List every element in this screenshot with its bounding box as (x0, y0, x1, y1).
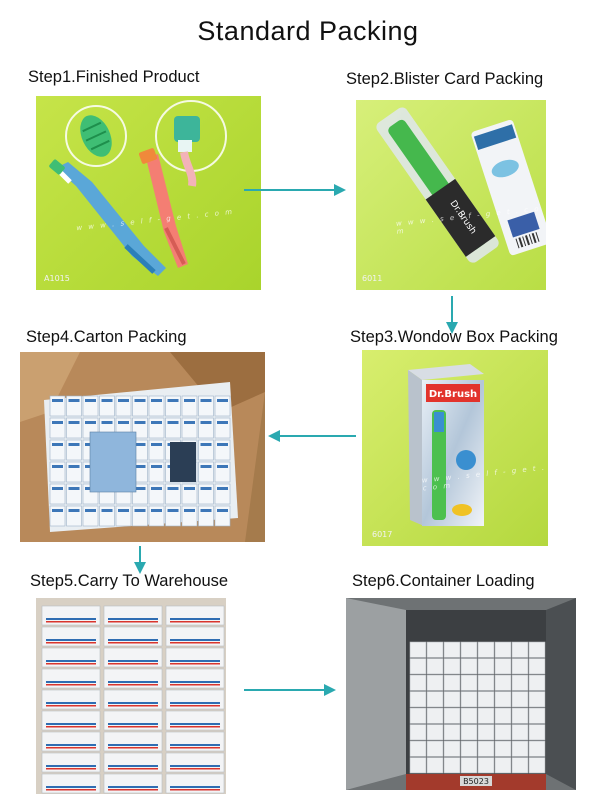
container-loading-photo: B5023 (346, 598, 576, 790)
blister-card-illustration: Dr.Brush (376, 107, 546, 263)
arrow-down-icon (134, 546, 146, 574)
warehouse-illustration (36, 598, 226, 794)
warehouse-photo (36, 598, 226, 794)
arrow-right-icon (244, 184, 346, 196)
step3-label: Step3.Wondow Box Packing (350, 328, 558, 346)
step6-label: Step6.Container Loading (352, 572, 535, 590)
box-brand: Dr.Brush (429, 389, 477, 400)
step4-label: Step4.Carton Packing (26, 328, 187, 346)
product-code: 6017 (372, 530, 393, 539)
page-title: Standard Packing (197, 16, 419, 46)
window-box-illustration: Dr.Brush (408, 364, 484, 526)
finished-product-photo: w w w . s e l f - g e t . c o m A1015 (36, 96, 261, 290)
arrow-left-icon (268, 430, 356, 442)
license-plate: B5023 (463, 777, 489, 786)
product-code: A1015 (44, 274, 70, 283)
step2-label: Step2.Blister Card Packing (346, 70, 544, 88)
carton-packing-photo (20, 352, 265, 542)
container-illustration: B5023 (346, 598, 576, 790)
carton-illustration (20, 352, 265, 542)
blister-card-photo: Dr.Brush w w w . s e l f - g e t . c o m… (356, 100, 546, 290)
toothbrush-illustration (49, 100, 227, 276)
product-code: 6011 (362, 274, 383, 283)
arrow-down-icon (446, 296, 458, 334)
window-box-photo: Dr.Brush w w w . s e l f - g e t . c o m… (362, 350, 548, 546)
arrow-right-icon (244, 684, 336, 696)
step1-label: Step1.Finished Product (28, 68, 200, 86)
step5-label: Step5.Carry To Warehouse (30, 572, 229, 590)
